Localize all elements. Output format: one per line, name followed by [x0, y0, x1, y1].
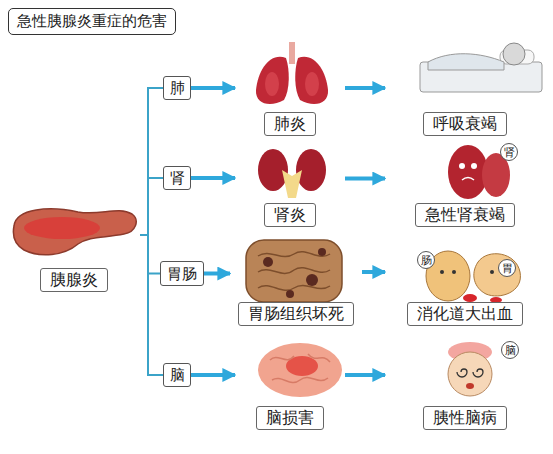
renal-pelvis	[282, 170, 302, 198]
patient-head	[503, 43, 525, 65]
brain-illustration	[258, 343, 342, 397]
kidney-illustration	[258, 149, 326, 198]
node-caption: 呼吸衰竭	[423, 112, 507, 136]
trachea	[289, 42, 295, 64]
dizzy-eyes	[457, 369, 483, 377]
organ-label: 脑	[170, 366, 185, 384]
organ-tag: 胃	[498, 259, 516, 277]
node-caption: 急性肾衰竭	[415, 203, 515, 227]
illustrated-node: 胰性脑病	[385, 320, 545, 430]
organ-box: 肺	[163, 76, 191, 100]
intestine-illustration	[246, 240, 342, 302]
stomach-character	[474, 254, 521, 296]
organ-box: 胃肠	[160, 261, 204, 286]
node-caption: 消化道大出血	[407, 302, 523, 326]
flow-arrow	[204, 272, 230, 276]
lung-highlight	[265, 72, 279, 96]
face	[448, 352, 492, 396]
node-caption: 肾炎	[264, 203, 316, 227]
illustrated-node: 急性肾衰竭	[385, 130, 545, 227]
organ-label: 肾	[170, 169, 185, 187]
node-caption: 胰性脑病	[423, 406, 507, 430]
organ-label: 胃肠	[167, 265, 197, 283]
node-caption: 胰腺炎	[40, 268, 108, 292]
kidney-body	[448, 145, 488, 199]
eye	[459, 163, 465, 169]
brain-gyri	[270, 354, 330, 383]
organ-tag: 肠	[417, 251, 435, 269]
diagram-title: 急性胰腺炎重症的危害	[8, 8, 176, 35]
organ-box: 脑	[163, 363, 191, 387]
lung-illustration	[256, 42, 328, 104]
illustrated-node: 呼吸衰竭	[385, 40, 545, 136]
eye	[490, 270, 494, 274]
gut-characters	[426, 251, 520, 303]
flow-arrow	[191, 86, 235, 90]
bed-illustration	[420, 43, 542, 92]
organ-tag: 脑	[501, 341, 519, 359]
pancreas-shape	[13, 209, 136, 255]
intestine-shape	[246, 240, 342, 302]
illustrated-node: 胰腺炎	[8, 198, 140, 292]
intestine-coils	[258, 252, 330, 291]
branch-line	[140, 178, 163, 235]
dizzy-character	[448, 342, 492, 396]
illustrated-node: 肺炎	[235, 40, 345, 136]
necrosis-spot	[263, 257, 273, 267]
branch-line	[140, 235, 160, 274]
node-caption: 胃肠组织坏死	[238, 302, 354, 326]
flow-arrow	[345, 373, 385, 377]
kidney-shape	[258, 149, 288, 191]
blanket	[428, 54, 504, 70]
eye	[471, 163, 477, 169]
flow-arrow	[345, 177, 385, 181]
organ-label: 肺	[170, 79, 185, 97]
organ-box: 肾	[163, 166, 191, 190]
necrosis-spot	[306, 274, 318, 286]
eye	[440, 270, 444, 274]
mouth	[462, 178, 474, 181]
lung-highlight	[305, 72, 319, 96]
lung-lobe	[256, 57, 289, 104]
kidney-shape	[296, 149, 326, 191]
flow-arrow	[191, 176, 235, 180]
necrosis-spot	[318, 248, 326, 256]
branch-line	[140, 88, 163, 235]
pancreas-illustration	[13, 209, 136, 255]
necrosis-spot	[286, 290, 294, 298]
flow-arrow	[345, 86, 385, 90]
illustrated-node: 胃肠组织坏死	[230, 218, 362, 326]
branch-line	[140, 235, 163, 375]
brain-shape	[258, 343, 342, 397]
node-caption: 肺炎	[264, 112, 316, 136]
illustrated-node: 肾炎	[235, 130, 345, 227]
inflammation-spot	[24, 217, 100, 239]
lung-lobe	[295, 57, 328, 104]
node-caption: 脑损害	[256, 406, 324, 430]
flow-arrow	[362, 270, 385, 274]
illustrated-node: 脑损害	[235, 320, 345, 430]
blood-drop	[463, 294, 477, 302]
illustrated-node: 消化道大出血	[385, 218, 545, 326]
organ-tag: 肾	[500, 143, 518, 161]
mouth	[466, 383, 474, 389]
flow-arrow	[191, 373, 235, 377]
eye	[452, 270, 456, 274]
